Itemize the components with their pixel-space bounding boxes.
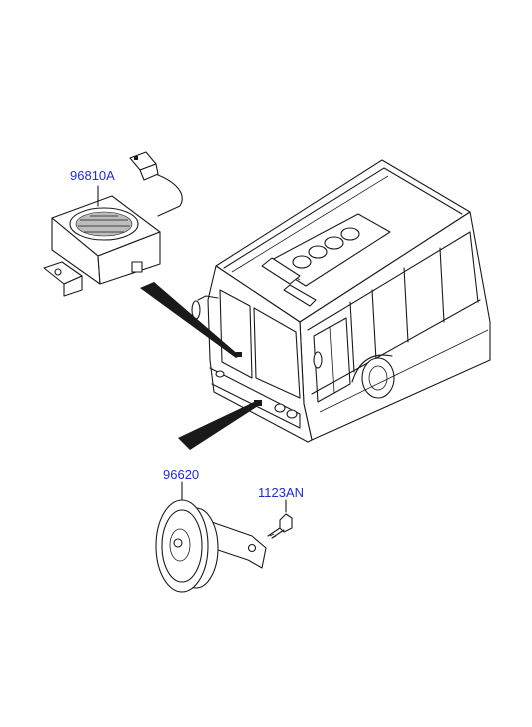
bus-illustration — [191, 159, 491, 443]
buzzer-unit — [43, 151, 183, 297]
buzzer-leader-wedge — [140, 282, 240, 358]
callout-label-bolt: 1123AN — [258, 485, 304, 500]
roof-vents — [292, 227, 360, 269]
horn-unit — [155, 499, 267, 593]
callout-label-horn: 96620 — [163, 467, 199, 482]
horn-leader-wedge — [178, 402, 258, 450]
callout-label-buzzer: 96810A — [70, 168, 115, 183]
bolt-part — [267, 513, 293, 539]
